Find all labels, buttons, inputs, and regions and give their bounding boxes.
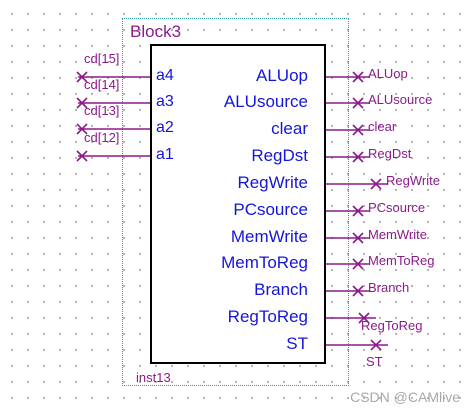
output-connector-ALUop xyxy=(352,71,364,83)
output-connector-RegToReg xyxy=(358,312,370,324)
input-net-label-a3: cd[14] xyxy=(84,77,120,92)
input-connector-a2 xyxy=(76,123,88,135)
block-title: Block3 xyxy=(130,22,182,41)
output-signal-label-ALUop: ALUop xyxy=(368,66,408,81)
output-pin-ALUop: ALUop xyxy=(256,66,308,85)
output-pin-RegToReg: RegToReg xyxy=(227,307,308,326)
output-connector-ALUsource xyxy=(352,97,364,109)
output-signal-label-RegToReg: RegToReg xyxy=(361,318,423,333)
output-pin-MemToReg: MemToReg xyxy=(221,253,308,272)
input-pin-a1: a1 xyxy=(156,146,174,163)
output-signal-label-PCsource: PCsource xyxy=(368,200,426,215)
output-signal-label-RegWrite: RegWrite xyxy=(386,173,440,188)
input-connector-a3 xyxy=(76,97,88,109)
input-net-label-a1: cd[12] xyxy=(84,130,120,145)
output-pin-Branch: Branch xyxy=(254,280,308,299)
input-pin-a3: a3 xyxy=(156,93,174,110)
output-connector-Branch xyxy=(352,285,364,297)
output-connector-PCsource xyxy=(352,205,364,217)
output-connector-RegDst xyxy=(352,151,364,163)
output-pin-clear: clear xyxy=(271,119,308,138)
output-signal-label-RegDst: RegDst xyxy=(368,146,412,161)
input-net-label-a4: cd[15] xyxy=(84,51,120,66)
output-pin-PCsource: PCsource xyxy=(233,200,308,219)
output-connector-RegWrite xyxy=(370,178,382,190)
output-connector-MemWrite xyxy=(352,232,364,244)
output-connector-MemToReg xyxy=(352,258,364,270)
output-signal-label-ST: ST xyxy=(366,354,383,369)
output-signal-label-MemToReg: MemToReg xyxy=(368,253,435,268)
output-signal-label-MemWrite: MemWrite xyxy=(368,227,427,242)
output-pin-RegWrite: RegWrite xyxy=(237,173,308,192)
output-pin-MemWrite: MemWrite xyxy=(230,227,308,246)
output-pin-ST: ST xyxy=(286,334,308,353)
input-connector-a4 xyxy=(76,71,88,83)
input-pin-a2: a2 xyxy=(156,119,174,136)
output-pin-ALUsource: ALUsource xyxy=(223,92,308,111)
output-signal-label-clear: clear xyxy=(368,119,397,134)
instance-name: inst13 xyxy=(136,370,171,385)
block-frame xyxy=(122,18,349,386)
input-net-label-a2: cd[13] xyxy=(84,103,120,118)
input-connector-a1 xyxy=(76,150,88,162)
input-pin-a4: a4 xyxy=(156,67,174,84)
output-pin-RegDst: RegDst xyxy=(251,146,308,165)
output-connector-clear xyxy=(352,124,364,136)
output-signal-label-ALUsource: ALUsource xyxy=(368,92,433,107)
output-connector-ST xyxy=(370,339,382,351)
output-signal-label-Branch: Branch xyxy=(368,280,410,295)
block-body[interactable] xyxy=(150,44,326,364)
watermark: CSDN @CAMlive xyxy=(350,389,460,405)
